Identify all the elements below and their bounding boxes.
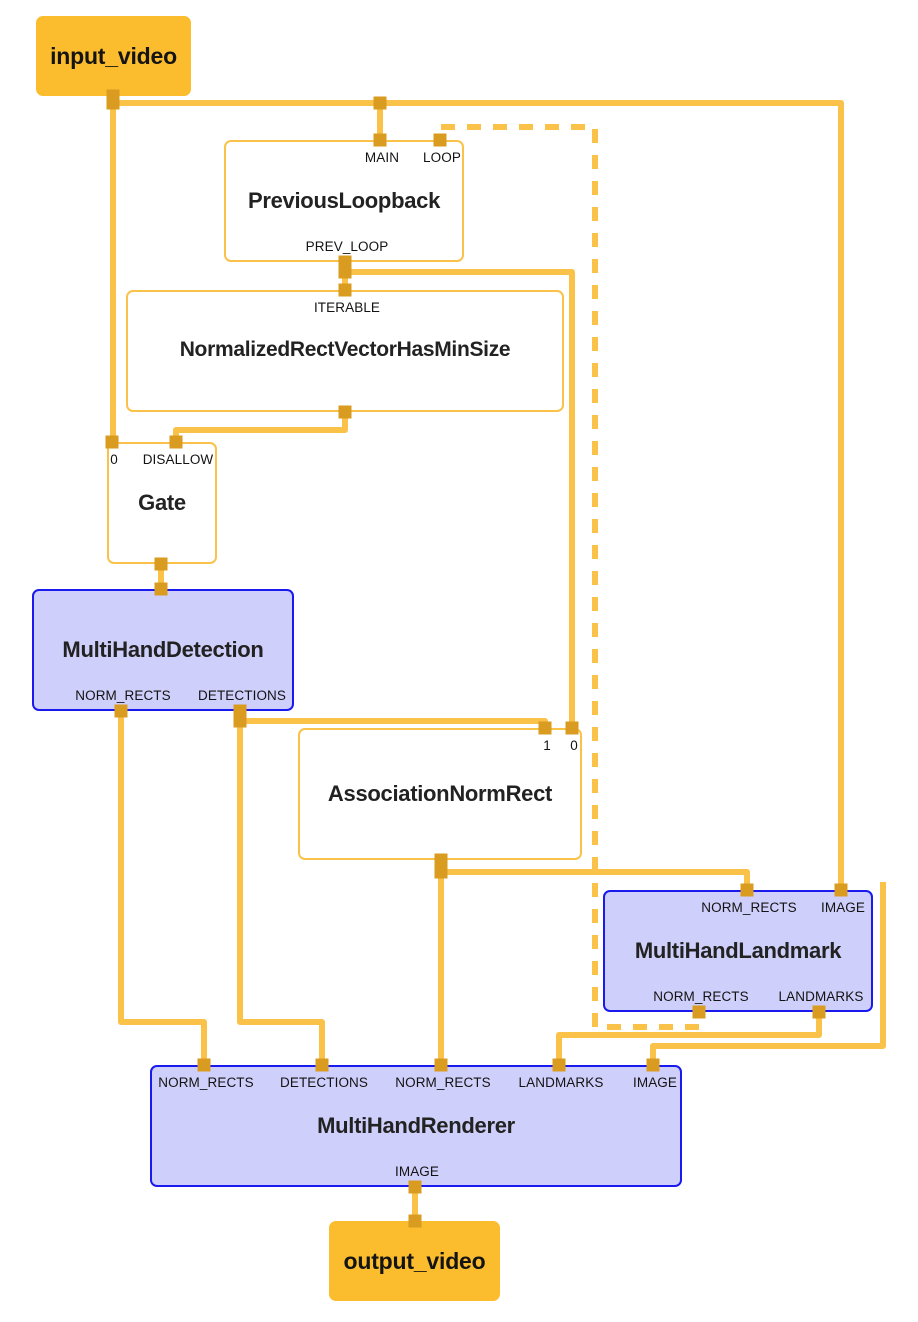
port-label-in-main-0: MAIN — [364, 150, 400, 165]
port-label-in-image-4: IMAGE — [632, 1075, 678, 1090]
port-label-out-image-0: IMAGE — [394, 1164, 440, 1179]
node-title: NormalizedRectVectorHasMinSize — [179, 338, 511, 361]
node-title: AssociationNormRect — [327, 781, 553, 806]
port-label-in-0-1: 0 — [570, 738, 578, 753]
node-title: PreviousLoopback — [247, 188, 441, 213]
node-association_norm_rect[interactable]: AssociationNormRect 1 0 — [298, 728, 582, 860]
port-label-in-1-0: 1 — [543, 738, 551, 753]
edge-junction-handle[interactable] — [434, 865, 448, 879]
edge-junction-handle[interactable] — [106, 96, 120, 110]
edge — [556, 1012, 822, 1065]
port-label-in-detections-1: DETECTIONS — [279, 1075, 369, 1090]
port-label-out-detections-1: DETECTIONS — [197, 688, 287, 703]
node-title: output_video — [343, 1247, 486, 1274]
port-label-out-prev_loop-0: PREV_LOOP — [305, 239, 389, 254]
port-label-out-landmarks-1: LANDMARKS — [778, 989, 864, 1004]
node-title: MultiHandRenderer — [317, 1113, 515, 1138]
edge — [173, 412, 348, 442]
node-multi_hand_renderer[interactable]: MultiHandRenderer NORM_RECTS DETECTIONS NOR… — [150, 1065, 682, 1187]
edge — [441, 869, 750, 890]
port-label-in-disallow-1: DISALLOW — [142, 452, 214, 467]
port-label-in-loop-1: LOOP — [423, 150, 461, 165]
port-label-in-landmarks-3: LANDMARKS — [518, 1075, 604, 1090]
port-label-out-norm_rects-0: NORM_RECTS — [653, 989, 749, 1004]
port-label-in-iterable-0: ITERABLE — [313, 300, 381, 315]
port-label-in-norm_rects-2: NORM_RECTS — [395, 1075, 491, 1090]
node-title: MultiHandLandmark — [634, 938, 842, 963]
port-label-in-norm_rects-0: NORM_RECTS — [158, 1075, 254, 1090]
node-norm_rect_vector_has_min_size[interactable]: NormalizedRectVectorHasMinSize ITERABLE — [126, 290, 564, 412]
node-previous_loopback[interactable]: PreviousLoopback MAIN LOOP PREV_LOOP — [224, 140, 464, 262]
node-input_video[interactable]: input_video — [36, 16, 191, 96]
node-gate[interactable]: Gate 0 DISALLOW — [107, 442, 217, 564]
port-label-in-norm_rects-0: NORM_RECTS — [701, 900, 797, 915]
port-label-in-0-0: 0 — [110, 452, 118, 467]
edge — [113, 100, 383, 140]
node-output_video[interactable]: output_video — [329, 1221, 500, 1301]
edge-junction-handle[interactable] — [338, 265, 352, 279]
port-label-in-image-1: IMAGE — [820, 900, 866, 915]
edge-junction-handle[interactable] — [233, 714, 247, 728]
port-label-out-norm_rects-0: NORM_RECTS — [75, 688, 171, 703]
node-title: MultiHandDetection — [62, 637, 264, 662]
node-title: Gate — [138, 490, 186, 515]
edge — [118, 711, 207, 1065]
edge-junction-handle[interactable] — [373, 96, 387, 110]
edge — [240, 718, 548, 728]
node-title: input_video — [50, 42, 177, 69]
